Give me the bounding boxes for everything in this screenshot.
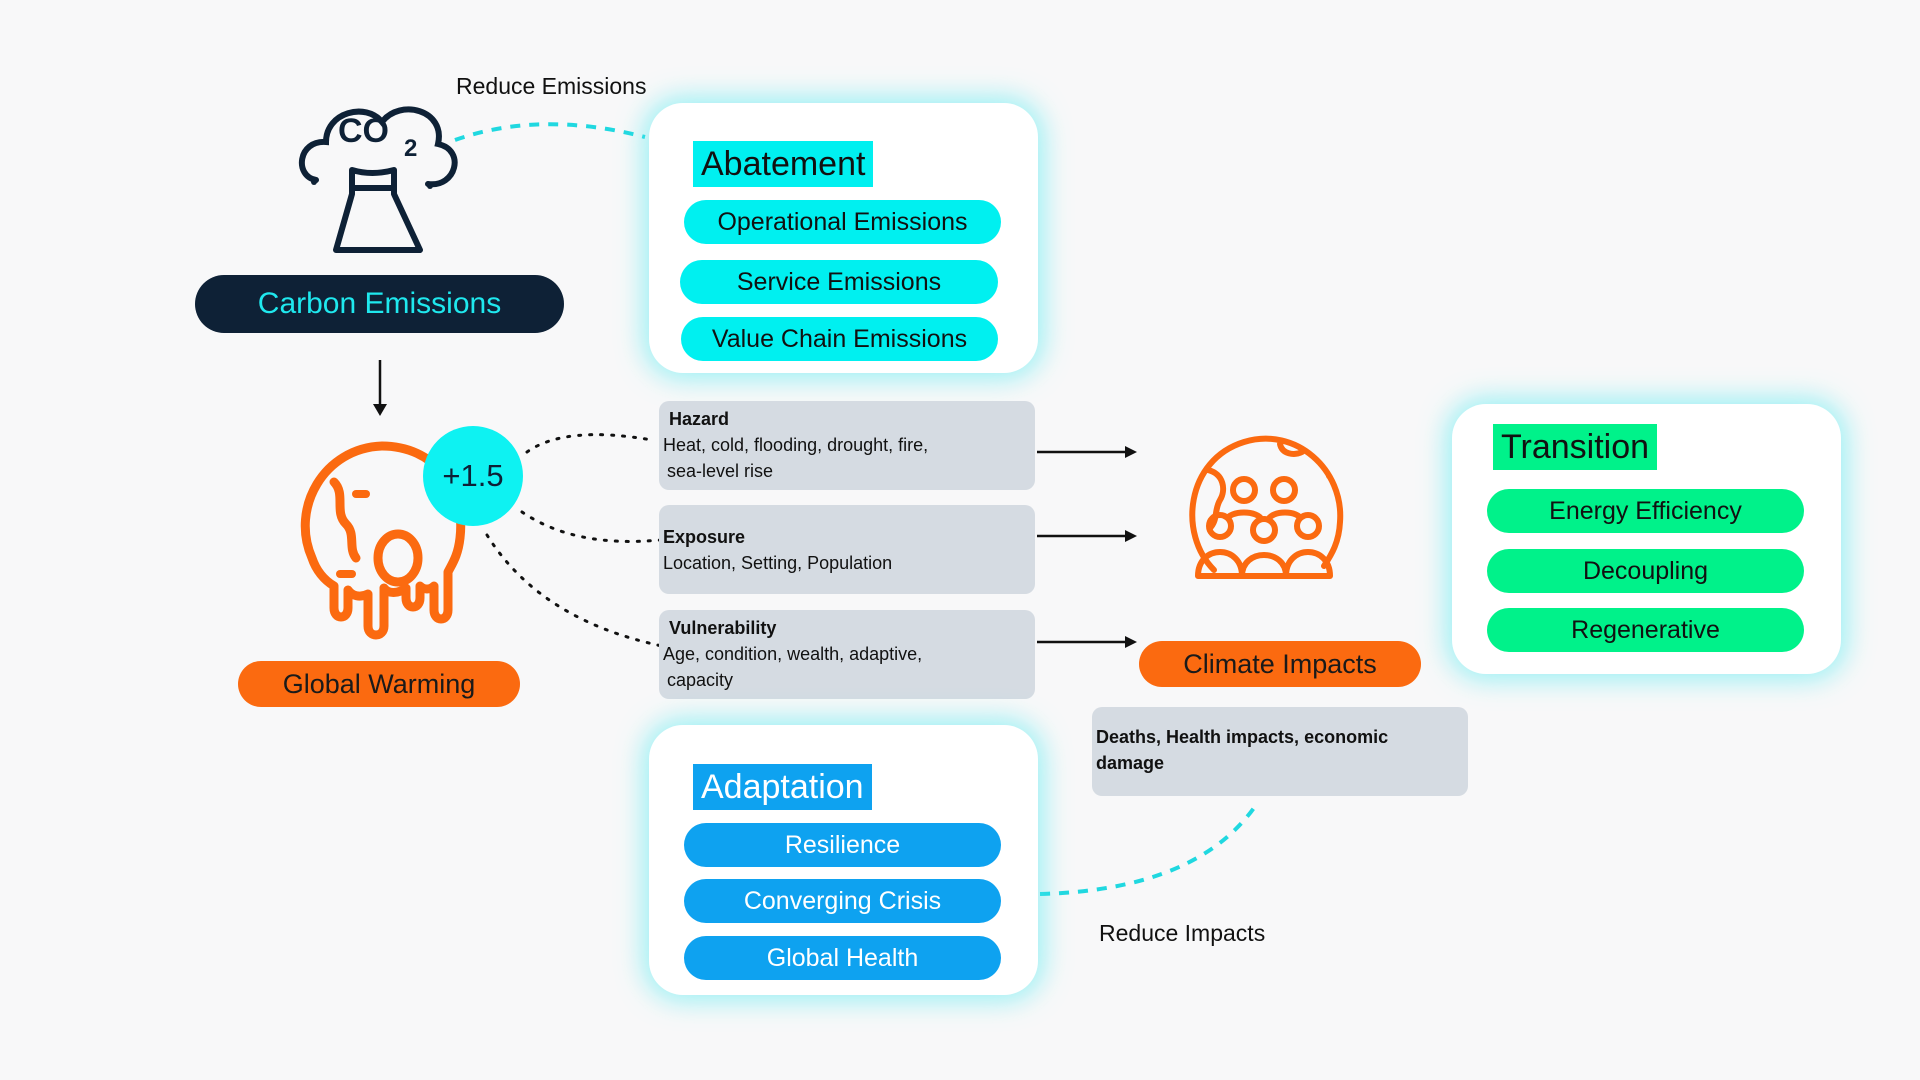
reduce-impacts-label: Reduce Impacts (1099, 920, 1266, 946)
climate-impacts-pill: Climate Impacts (1139, 641, 1421, 687)
exposure-heading: Exposure (663, 527, 746, 547)
reduce-emissions-connector (454, 122, 646, 142)
abatement-title: Abatement (693, 141, 874, 187)
hazard-line1: Heat, cold, flooding, drought, fire, (663, 435, 929, 455)
impacts-description-line1: Deaths, Health impacts, economic (1096, 727, 1389, 747)
vulnerability-line1: Age, condition, wealth, adaptive, (663, 644, 923, 664)
adaptation-item-resilience: Resilience (684, 823, 1001, 867)
co2-factory-icon: CO 2 (296, 92, 464, 258)
abatement-item-operational: Operational Emissions (684, 200, 1001, 244)
vulnerability-connector (485, 533, 664, 648)
global-warming-pill: Global Warming (238, 661, 520, 707)
abatement-item-value-chain: Value Chain Emissions (681, 317, 998, 361)
impacts-description-box: Deaths, Health impacts, economic damage (1092, 707, 1468, 796)
transition-card: Transition Energy Efficiency Decoupling … (1452, 404, 1841, 674)
temperature-badge: +1.5 (423, 426, 523, 526)
hazard-line2: sea-level rise (667, 461, 774, 481)
hazard-connector (525, 433, 654, 454)
hazard-heading: Hazard (669, 409, 730, 429)
svg-text:CO: CO (338, 112, 389, 150)
adaptation-item-global-health: Global Health (684, 936, 1001, 980)
exposure-line1: Location, Setting, Population (663, 553, 893, 573)
impacts-description-line2: damage (1096, 753, 1165, 773)
abatement-item-service: Service Emissions (680, 260, 998, 304)
vulnerability-line2: capacity (667, 670, 734, 690)
adaptation-card: Adaptation Resilience Converging Crisis … (649, 725, 1038, 995)
adaptation-item-converging-crisis: Converging Crisis (684, 879, 1001, 923)
svg-text:2: 2 (404, 135, 417, 162)
globe-people-icon (1184, 430, 1346, 590)
vulnerability-box: Vulnerability Age, condition, wealth, ad… (659, 610, 1035, 699)
transition-item-decoupling: Decoupling (1487, 549, 1804, 593)
transition-item-energy-efficiency: Energy Efficiency (1487, 489, 1804, 533)
reduce-impacts-connector (1039, 800, 1260, 896)
vulnerability-heading: Vulnerability (669, 618, 777, 638)
carbon-emissions-pill: Carbon Emissions (195, 275, 564, 333)
hazard-box: Hazard Heat, cold, flooding, drought, fi… (659, 401, 1035, 490)
reduce-emissions-label: Reduce Emissions (456, 73, 647, 99)
abatement-card: Abatement Operational Emissions Service … (649, 103, 1038, 373)
exposure-connector (520, 510, 662, 543)
transition-item-regenerative: Regenerative (1487, 608, 1804, 652)
adaptation-title: Adaptation (693, 764, 872, 810)
transition-title: Transition (1493, 424, 1658, 470)
exposure-box: Exposure Location, Setting, Population (659, 505, 1035, 594)
